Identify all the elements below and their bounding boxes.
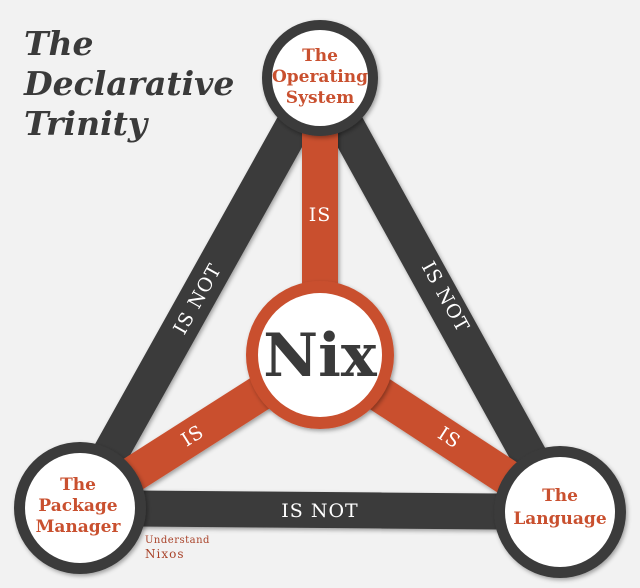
center-node: Nix	[246, 281, 394, 429]
side-right-bar	[302, 60, 578, 530]
title-line-3: Trinity	[24, 104, 150, 143]
title-line-1: The	[24, 24, 94, 63]
spoke-top-label: IS	[309, 204, 332, 226]
node-right-disc	[505, 457, 615, 567]
node-top-line-3: System	[286, 88, 354, 108]
brand-line-2: Nixos	[145, 547, 185, 561]
side-bottom-label: IS NOT	[281, 500, 358, 522]
side-bottom-bar	[62, 490, 578, 530]
node-top-disc	[272, 30, 368, 126]
side-left-bar	[62, 60, 338, 526]
brand-line-1: Understand	[145, 535, 210, 546]
node-top-line-1: The	[302, 46, 338, 66]
node-top-line-2: Operating	[272, 67, 368, 87]
node-left-line-3: Manager	[36, 517, 122, 537]
node-left-line-2: Package	[38, 496, 117, 516]
title-line-2: Declarative	[23, 64, 234, 103]
node-language: The Language	[494, 446, 626, 578]
node-operating-system: The Operating System	[262, 20, 378, 136]
center-label: Nix	[263, 321, 378, 391]
triangle-sides	[62, 60, 578, 530]
center-disc	[258, 293, 382, 417]
node-package-manager: The Package Manager	[14, 442, 146, 574]
brand-logo: Understand Nixos	[145, 535, 210, 561]
node-right-line-1: The	[542, 486, 578, 506]
node-right-line-2: Language	[513, 509, 606, 529]
diagram-title: The Declarative Trinity	[23, 24, 234, 143]
node-left-line-1: The	[60, 475, 96, 495]
node-left-disc	[25, 453, 135, 563]
